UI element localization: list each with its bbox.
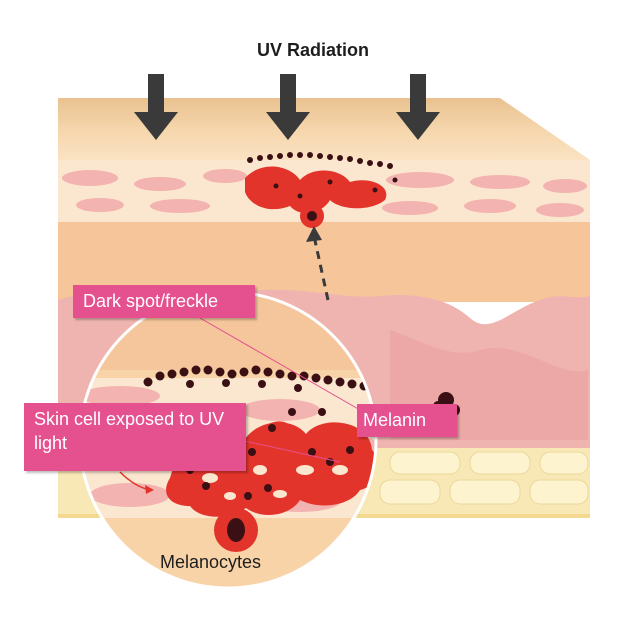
label-melanocytes: Melanocytes (160, 552, 262, 572)
zoom-pointer-dashed (312, 235, 330, 301)
surface-melanocyte (245, 152, 398, 228)
stratum-cells (62, 169, 587, 217)
uv-arrows (134, 74, 440, 140)
magnified-view (80, 292, 376, 588)
uv-arrow-icon (134, 74, 178, 140)
leader-line-dark-spot (199, 317, 361, 411)
fat-cells (379, 451, 589, 505)
label-skin-cell: Skin cell exposed to UV light (24, 403, 246, 471)
uv-arrow-icon (266, 74, 310, 140)
uv-arrow-icon (396, 74, 440, 140)
zoom-pointer-arrow-icon (306, 226, 322, 242)
label-melanin: Melanin (357, 404, 457, 437)
diagram-title: UV Radiation (256, 40, 369, 60)
label-dark-spot: Dark spot/freckle (73, 285, 255, 318)
skin-top-face (58, 98, 590, 165)
